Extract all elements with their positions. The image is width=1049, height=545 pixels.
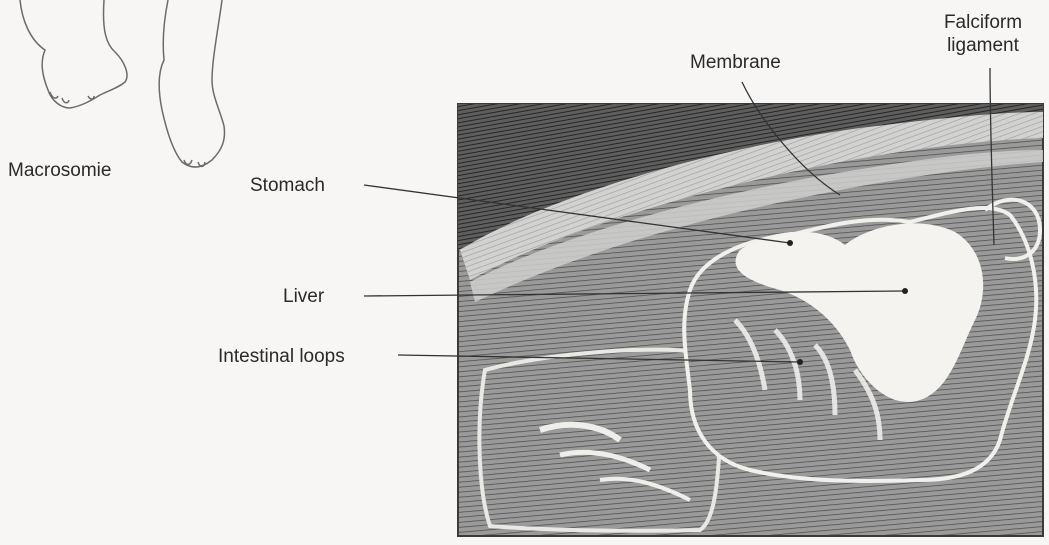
label-falciform-line2: ligament (928, 35, 1038, 58)
label-falciform-line1: Falciform (928, 12, 1038, 35)
label-membrane: Membrane (690, 52, 781, 75)
label-stomach: Stomach (250, 175, 325, 198)
label-intestinal-loops: Intestinal loops (218, 346, 345, 369)
ultrasound-panel (458, 104, 1043, 536)
label-liver: Liver (283, 286, 324, 309)
label-falciform-ligament: Falciform ligament (928, 12, 1038, 58)
baby-feet-sketch (20, 0, 225, 167)
label-macrosomie: Macrosomie (8, 160, 111, 183)
